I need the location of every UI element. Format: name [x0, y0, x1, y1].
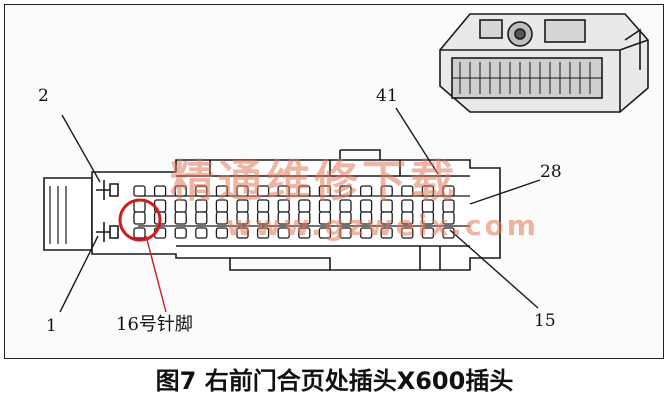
pin-cavity: [236, 227, 249, 239]
pin-cavity: [318, 185, 332, 197]
pin-cavity: [298, 227, 311, 239]
watermark-text: 精通维修下载: [170, 156, 458, 207]
pin-cavity: [380, 211, 393, 225]
pin-cavity: [215, 227, 229, 239]
leader-pin-41: [395, 107, 439, 175]
pin-cavity: [256, 185, 270, 197]
pin-cavity: [442, 211, 455, 225]
pin-cavity: [236, 185, 249, 197]
connector-thumbnail: [439, 13, 649, 113]
pin-cavity: [277, 211, 290, 225]
pin-cavity: [277, 185, 290, 197]
leader-pin-16: [145, 235, 167, 313]
connector-body: [43, 149, 501, 271]
pin-cavity: [298, 185, 311, 197]
label-pin-1: 1: [46, 316, 57, 336]
label-pin-28: 28: [540, 162, 562, 182]
leader-pin-2: [61, 114, 101, 183]
pin-cavity: [174, 211, 187, 225]
pin-cavity: [442, 185, 455, 197]
pin-cavity: [277, 227, 290, 239]
pin-cavity: [256, 227, 270, 239]
pin-cavity: [421, 227, 435, 239]
leader-pin-28: [469, 179, 541, 205]
pin-cavity: [401, 227, 414, 239]
pin-cavity: [133, 227, 146, 239]
pin-cavity: [359, 185, 373, 197]
pin-cavity: [339, 185, 352, 197]
pin-cavity: [298, 211, 311, 225]
pin-cavity: [359, 227, 373, 239]
pin-cavity: [236, 211, 249, 225]
pin-cavity: [401, 185, 414, 197]
pin-cavity: [174, 185, 187, 197]
pin-cavity: [153, 185, 167, 197]
pin-cavity: [339, 211, 352, 225]
pin-cavity: [174, 227, 187, 239]
label-pin-2: 2: [38, 86, 49, 106]
pin-cavity: [318, 227, 332, 239]
pin-cavity: [195, 185, 208, 197]
pin-cavity: [133, 185, 146, 197]
pin-cavity: [215, 185, 229, 197]
pin-cavity: [195, 227, 208, 239]
pin-cavity: [359, 211, 373, 225]
pin-cavity: [215, 211, 229, 225]
label-pin-16-note: 16号针脚: [116, 314, 193, 335]
pin-cavity: [380, 185, 393, 197]
watermark-url: www.gzweix.com: [226, 209, 539, 242]
pin-cavity: [380, 227, 393, 239]
pin-cavity: [401, 211, 414, 225]
pin-cavity: [421, 211, 435, 225]
leader-pin-1: [59, 235, 99, 313]
pin-cavity: [256, 211, 270, 225]
label-pin-15: 15: [534, 311, 556, 331]
leader-pin-15: [449, 229, 539, 309]
pin-cavity: [339, 227, 352, 239]
pin-cavity: [195, 211, 208, 225]
pin-16-highlight-circle: [118, 198, 162, 242]
figure-caption: 图7 右前门合页处插头X600插头: [155, 367, 514, 395]
pin-cavity: [421, 185, 435, 197]
pin-cavity: [133, 211, 146, 225]
label-pin-41: 41: [376, 86, 398, 106]
pin-cavity: [318, 211, 332, 225]
